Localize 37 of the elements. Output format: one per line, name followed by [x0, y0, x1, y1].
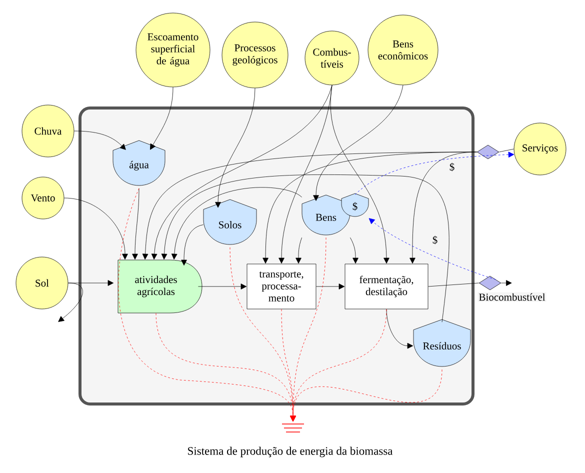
arrow [150, 87, 174, 150]
dashed-arrow [354, 152, 514, 195]
arrow [350, 237, 358, 264]
arrow [161, 174, 450, 322]
storage-tank: $ [341, 193, 369, 217]
arrow [181, 224, 204, 266]
storage-tank: água [112, 140, 166, 186]
heat-sink-symbol [282, 424, 304, 432]
arrow [330, 85, 390, 264]
process-box: transporte, processa- mento [246, 264, 316, 310]
connector-line [428, 282, 479, 287]
dashed-arrow [368, 218, 496, 280]
arrow [501, 280, 512, 286]
arrow [74, 130, 126, 150]
arrow [296, 237, 302, 264]
arrow [132, 188, 140, 260]
storage-tank: Bens [302, 194, 350, 236]
arrow [316, 284, 345, 290]
storage-tank: Resíduos [413, 319, 471, 367]
dashed-arrow [290, 369, 442, 422]
transaction-diamond [478, 276, 502, 290]
process-box: fermentação, destilação [344, 264, 428, 310]
connector-line [499, 148, 514, 152]
arrow [386, 309, 414, 349]
arrow [215, 88, 256, 208]
edge-label: Biocombustível [478, 292, 546, 302]
transaction-diamond [476, 144, 500, 160]
arrow [151, 85, 332, 260]
arrow [198, 284, 247, 290]
arrow [68, 280, 114, 286]
arrow [171, 187, 302, 260]
arrow [64, 198, 128, 260]
caption: Sistema de produção de energia da biomassa [188, 446, 393, 458]
arrow [410, 152, 477, 264]
storage-tank: Solos [203, 199, 257, 245]
arrow [313, 85, 404, 201]
arrow [58, 282, 83, 322]
